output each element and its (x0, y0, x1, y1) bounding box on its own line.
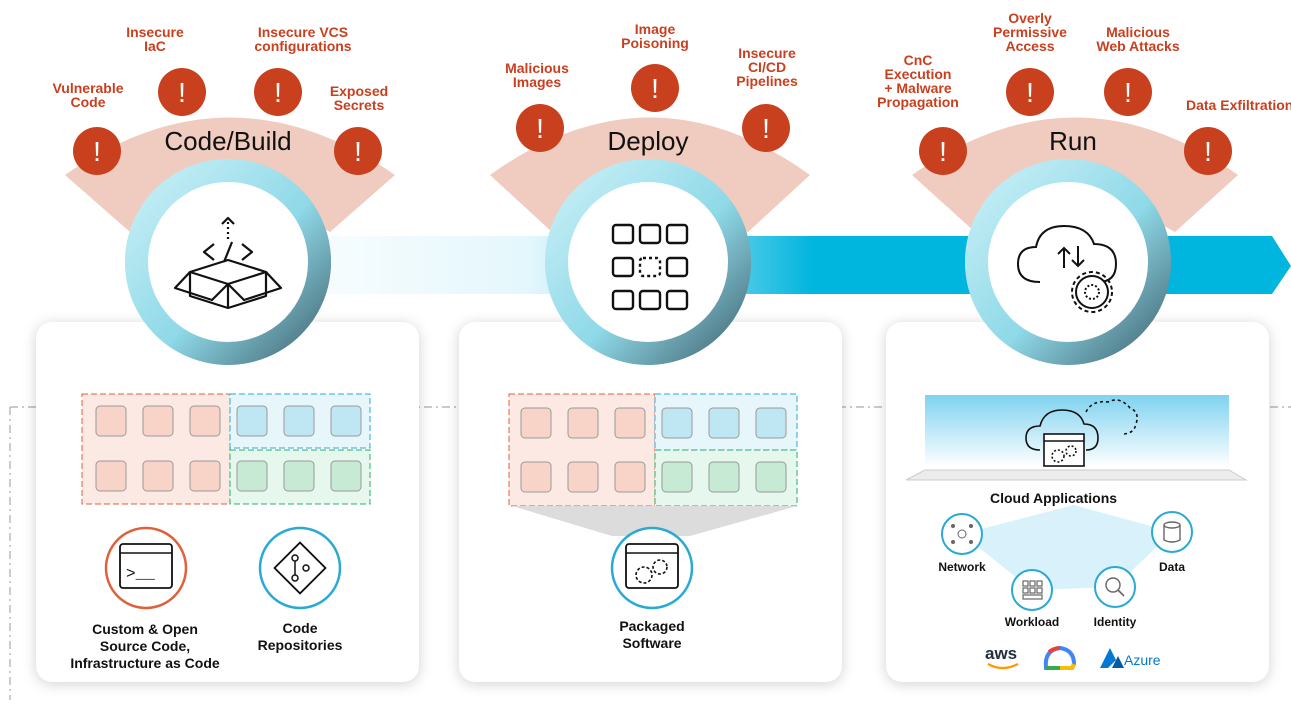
risk-label: Data Exfiltration (1186, 98, 1291, 112)
aws-logo (987, 663, 1019, 670)
cloud-sync-icon (1016, 224, 1118, 313)
data-icon (1151, 511, 1193, 553)
network-label: Network (938, 560, 986, 574)
exclamation-icon (73, 64, 1232, 175)
stage-title-deploy: Deploy (607, 126, 689, 156)
workload-icon (1011, 569, 1053, 611)
azure-logo-text: Azure (1124, 652, 1161, 668)
code-tile-red (95, 405, 221, 492)
app-grid-icon (611, 223, 689, 311)
data-label: Data (1158, 560, 1185, 574)
git-repository-icon (258, 526, 342, 610)
cloud-applications-label: Cloud Applications (990, 490, 1118, 506)
risk-label: Vulnerable Code (52, 80, 124, 110)
risk-label: Insecure IaC (126, 24, 184, 54)
stage-title-run: Run (1049, 126, 1097, 156)
risk-label: Malicious Web Attacks (1096, 24, 1180, 54)
gcp-logo (1043, 645, 1077, 670)
packaged-software-label: Packaged Software (619, 618, 685, 651)
code-tile-blue (236, 405, 362, 437)
run-card (886, 322, 1269, 682)
identity-label: Identity (1093, 615, 1137, 629)
risk-label: Malicious Images (505, 60, 569, 90)
risk-label: Insecure VCS configurations (254, 24, 352, 54)
azure-logo (1100, 648, 1124, 668)
cloud-app-icon (1025, 399, 1138, 467)
packaged-software-icon (610, 526, 694, 610)
svg-text:!: ! (93, 136, 101, 167)
svg-text:!: ! (1026, 77, 1034, 108)
svg-text:!: ! (1204, 136, 1212, 167)
risk-label: Overly Permissive Access (993, 10, 1067, 54)
stage-title-code-build: Code/Build (164, 126, 292, 156)
svg-text:>__: >__ (126, 565, 155, 583)
svg-text:!: ! (939, 136, 947, 167)
terminal-icon: >__ (104, 526, 188, 610)
network-icon (941, 513, 983, 555)
risk-label: CnC Execution + Malware Propagation (877, 52, 959, 110)
svg-text:!: ! (651, 73, 659, 104)
risk-label: Insecure CI/CD Pipelines (736, 45, 798, 89)
risk-label: Image Poisoning (621, 21, 689, 51)
svg-text:!: ! (354, 136, 362, 167)
aws-logo-text: aws (985, 644, 1018, 663)
svg-text:!: ! (762, 113, 770, 144)
identity-icon (1094, 566, 1136, 608)
code-box-icon (173, 216, 283, 310)
source-code-label: Custom & Open Source Code, Infrastructur… (70, 621, 220, 671)
code-tile-green (236, 460, 362, 492)
svg-text:!: ! (178, 77, 186, 108)
risk-label: Exposed Secrets (329, 83, 389, 113)
workload-label: Workload (1004, 615, 1060, 629)
svg-text:!: ! (536, 113, 544, 144)
svg-text:!: ! (1124, 77, 1132, 108)
svg-text:!: ! (274, 77, 282, 108)
code-repositories-label: Code Repositories (257, 620, 343, 653)
